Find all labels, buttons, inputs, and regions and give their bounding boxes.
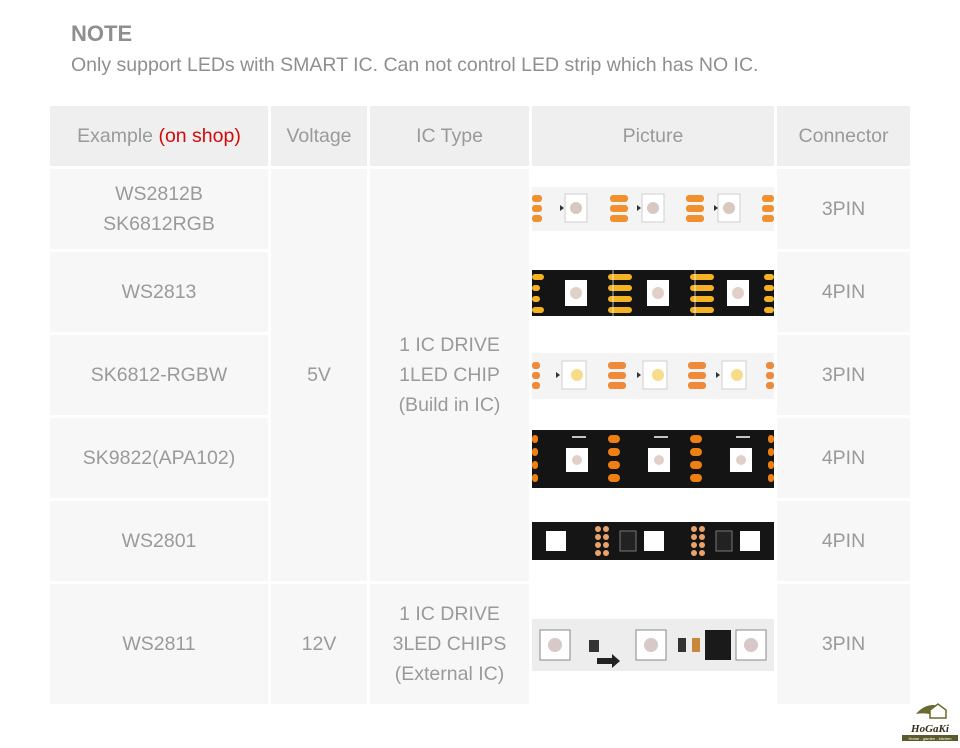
picture-sk6812-rgbw — [532, 335, 774, 415]
connector-value: 3PIN — [777, 584, 910, 704]
ic-type-value: 1 IC DRIVE 1LED CHIP (Build in IC) — [370, 169, 529, 581]
connector-value: 4PIN — [777, 418, 910, 498]
table-row-example: WS2812B SK6812RGB — [50, 169, 268, 249]
ic-type-line: 1 IC DRIVE — [399, 603, 500, 625]
ic-type-line: 1LED CHIP — [399, 364, 500, 386]
compatibility-table: Example (on shop) Voltage IC Type Pictur… — [50, 106, 910, 704]
ic-type-line: (External IC) — [394, 663, 505, 685]
led-strip-image — [532, 270, 774, 316]
voltage-value: 5V — [271, 169, 367, 581]
example-name: WS2801 — [50, 501, 268, 581]
ic-type-line: 3LED CHIPS — [392, 633, 507, 655]
ic-type-line: 1 IC DRIVE — [399, 334, 500, 356]
picture-ws2812b — [532, 169, 774, 249]
header-connector: Connector — [777, 106, 910, 166]
led-strip-image — [532, 430, 774, 488]
note-title: NOTE — [71, 21, 133, 46]
led-strip-image — [532, 619, 774, 671]
house-icon — [929, 703, 947, 719]
led-strip-image — [532, 522, 774, 560]
voltage-value: 12V — [271, 584, 367, 704]
ic-type-value: 1 IC DRIVE 3LED CHIPS (External IC) — [370, 584, 529, 704]
picture-ws2801 — [532, 501, 774, 581]
header-voltage: Voltage — [271, 106, 367, 166]
connector-value: 3PIN — [777, 335, 910, 415]
example-name: WS2811 — [50, 584, 268, 704]
led-strip-image — [532, 187, 774, 231]
header-example: Example (on shop) — [50, 106, 268, 166]
example-name: SK6812RGB — [103, 213, 215, 235]
connector-value: 4PIN — [777, 252, 910, 332]
hogaki-logo: HoGaKi Home - garden - kitchen — [902, 703, 958, 741]
example-name: SK6812-RGBW — [50, 335, 268, 415]
header-ic-type: IC Type — [370, 106, 529, 166]
logo-tagline: Home - garden - kitchen — [909, 736, 952, 741]
picture-ws2813 — [532, 252, 774, 332]
connector-value: 3PIN — [777, 169, 910, 249]
example-name: SK9822(APA102) — [50, 418, 268, 498]
ic-type-line: (Build in IC) — [398, 394, 501, 416]
connector-value: 4PIN — [777, 501, 910, 581]
picture-ws2811 — [532, 584, 774, 704]
note-text: Only support LEDs with SMART IC. Can not… — [71, 54, 759, 76]
header-example-suffix: (on shop) — [158, 125, 241, 147]
example-name: WS2812B — [115, 183, 203, 205]
picture-sk9822 — [532, 418, 774, 498]
logo-name: HoGaKi — [910, 723, 950, 735]
header-example-label: Example — [77, 125, 154, 147]
led-strip-image — [532, 353, 774, 399]
example-name: WS2813 — [50, 252, 268, 332]
header-picture: Picture — [532, 106, 774, 166]
